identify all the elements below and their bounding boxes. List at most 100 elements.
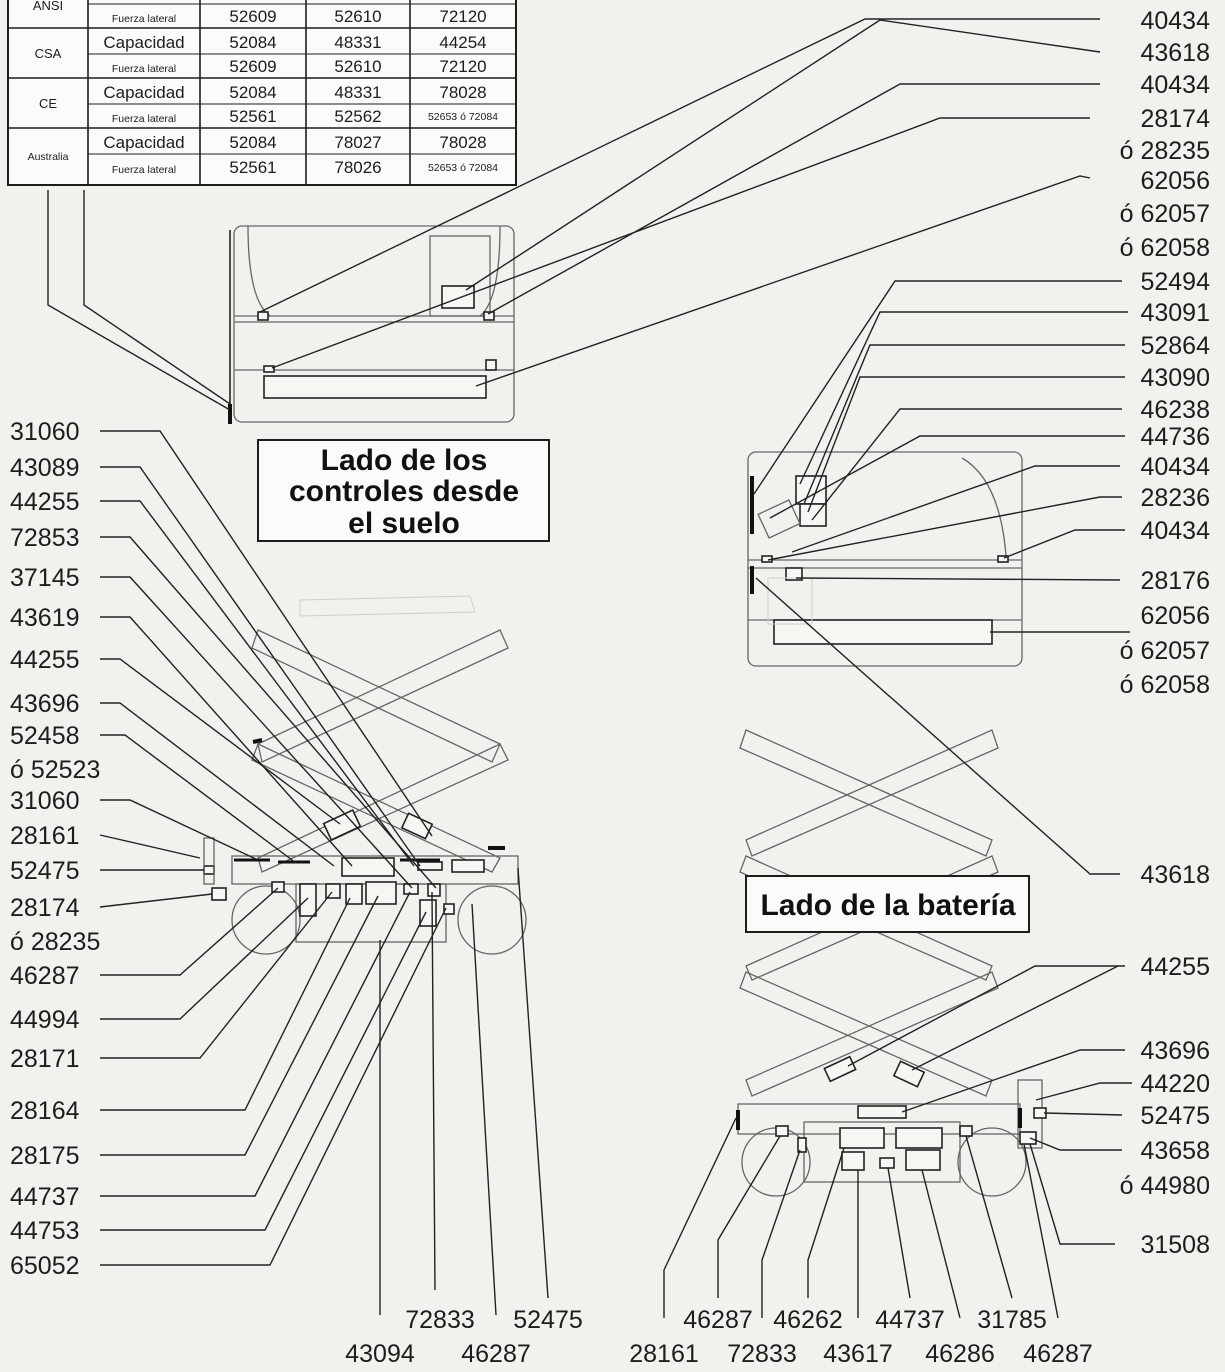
- part-label: 62056: [1140, 167, 1210, 195]
- part-label: 43094: [345, 1340, 415, 1368]
- part-label: ó 52523: [10, 756, 100, 784]
- table-cell: 52609: [229, 7, 276, 26]
- table-cell: 48331: [334, 33, 381, 52]
- part-label: ó 62058: [1120, 234, 1210, 262]
- table-cell: 72120: [439, 7, 486, 26]
- right-machine-drawing: [736, 451, 1047, 1197]
- part-label: ó 62057: [1120, 637, 1210, 665]
- table-cell: 52610: [334, 7, 381, 26]
- part-label: 52475: [513, 1306, 583, 1334]
- controls-side-title: Lado de los controles desde el suelo: [257, 439, 550, 542]
- table-cell: 52561: [229, 158, 276, 177]
- battery-side-title-text: Lado de la batería: [760, 889, 1015, 922]
- part-label: 43090: [1140, 364, 1210, 392]
- part-label: 52475: [10, 857, 80, 885]
- table-row-label: Fuerza lateral: [112, 164, 176, 176]
- part-label: 44220: [1140, 1070, 1210, 1098]
- part-label: 44736: [1140, 423, 1210, 451]
- part-label: ó 28235: [1120, 137, 1210, 165]
- part-label: 43091: [1140, 299, 1210, 327]
- part-label: 43696: [1140, 1037, 1210, 1065]
- part-label: 40434: [1140, 7, 1210, 35]
- table-region: ANSI: [33, 0, 63, 13]
- part-label: 28164: [10, 1097, 80, 1125]
- part-label: ó 28235: [10, 928, 100, 956]
- table-cell: 52084: [229, 33, 276, 52]
- part-label: ó 62058: [1120, 671, 1210, 699]
- table-row-label: Fuerza lateral: [112, 13, 176, 25]
- table-cell: 78027: [334, 133, 381, 152]
- table-cell: 52609: [229, 57, 276, 76]
- part-label: 28174: [1140, 105, 1210, 133]
- part-label: 46287: [461, 1340, 531, 1368]
- decal-table: ANSI Fuerza lateral 52609 52610 72120 CS…: [7, 0, 517, 186]
- table-cell: 78028: [439, 133, 486, 152]
- part-label: 40434: [1140, 71, 1210, 99]
- table-row-label: Capacidad: [103, 133, 184, 152]
- part-label: 43089: [10, 454, 80, 482]
- part-label: 40434: [1140, 517, 1210, 545]
- part-label: 43618: [1140, 861, 1210, 889]
- part-label: 44255: [10, 488, 80, 516]
- controls-side-title-line: controles desde: [289, 475, 519, 508]
- part-label: 65052: [10, 1252, 80, 1280]
- part-label: 44737: [875, 1306, 945, 1334]
- part-label: 46287: [1023, 1340, 1093, 1368]
- part-label: 40434: [1140, 453, 1210, 481]
- part-label: 31785: [977, 1306, 1047, 1334]
- part-label: 46287: [683, 1306, 753, 1334]
- part-label: 46287: [10, 962, 80, 990]
- part-label: 52458: [10, 722, 80, 750]
- part-label: 52494: [1140, 268, 1210, 296]
- part-label: 31060: [10, 418, 80, 446]
- table-cell: 48331: [334, 83, 381, 102]
- part-label: 72833: [727, 1340, 797, 1368]
- part-label: 31508: [1140, 1231, 1210, 1259]
- table-cell: 52610: [334, 57, 381, 76]
- left-machine-drawing: [203, 225, 527, 955]
- right-part-labels: 40434 43618 40434 28174 ó 28235 62056 ó …: [1120, 7, 1210, 1259]
- bottom-part-labels: 72833 52475 46287 46262 44737 31785 4309…: [345, 1306, 1093, 1368]
- leader-lines: [47, 18, 1132, 1319]
- part-label: 46238: [1140, 396, 1210, 424]
- controls-side-title-line: Lado de los: [321, 444, 488, 477]
- part-label: 46286: [925, 1340, 995, 1368]
- part-label: 44994: [10, 1006, 80, 1034]
- part-label: 52475: [1140, 1102, 1210, 1130]
- table-row-label: Fuerza lateral: [112, 113, 176, 125]
- table-cell: 52084: [229, 83, 276, 102]
- part-label: 31060: [10, 787, 80, 815]
- left-part-labels: 31060 43089 44255 72853 37145 43619 4425…: [10, 418, 100, 1280]
- part-label: 72853: [10, 524, 80, 552]
- table-cell: 72120: [439, 57, 486, 76]
- controls-side-title-line: el suelo: [348, 507, 460, 540]
- part-label: 28236: [1140, 484, 1210, 512]
- part-label: 28175: [10, 1142, 80, 1170]
- part-label: 28174: [10, 894, 80, 922]
- part-label: 28171: [10, 1045, 80, 1073]
- part-label: 46262: [773, 1306, 843, 1334]
- part-label: 72833: [405, 1306, 475, 1334]
- table-row-label: Capacidad: [103, 83, 184, 102]
- part-label: ó 44980: [1120, 1172, 1210, 1200]
- table-cell: 52653 ó 72084: [428, 111, 498, 123]
- battery-side-title: Lado de la batería: [745, 875, 1030, 933]
- part-label: 44753: [10, 1217, 80, 1245]
- part-label: 43658: [1140, 1137, 1210, 1165]
- table-cell: 52084: [229, 133, 276, 152]
- part-label: 28176: [1140, 567, 1210, 595]
- table-row-label: Fuerza lateral: [112, 63, 176, 75]
- part-label: 28161: [10, 822, 80, 850]
- part-label: 44255: [1140, 953, 1210, 981]
- table-cell: 78028: [439, 83, 486, 102]
- table-region: CE: [39, 96, 57, 111]
- part-label: 44255: [10, 646, 80, 674]
- table-cell: 52562: [334, 107, 381, 126]
- table-cell: 44254: [439, 33, 486, 52]
- part-label: 43618: [1140, 39, 1210, 67]
- part-label: 44737: [10, 1183, 80, 1211]
- part-label: 28161: [629, 1340, 699, 1368]
- part-label: 43619: [10, 604, 80, 632]
- part-label: ó 62057: [1120, 200, 1210, 228]
